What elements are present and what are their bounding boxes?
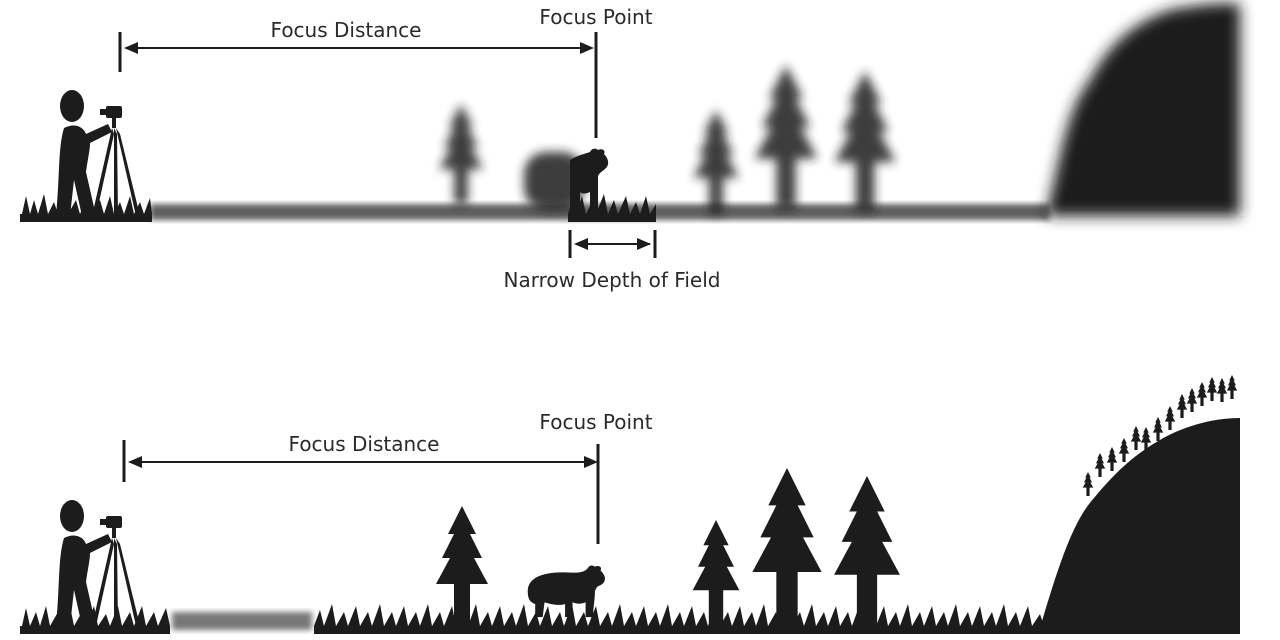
blurred-rock [524,152,584,210]
bottom-focus-distance-arrow [122,440,598,482]
tree-icon [752,468,822,628]
top-focus-distance-arrow [118,32,594,72]
bottom-focus-distance-label: Focus Distance [289,432,440,456]
bear-icon [570,148,609,214]
blurred-hill [1046,3,1240,216]
bottom-focus-point-label: Focus Point [539,410,652,434]
blurred-tree-icon [693,110,739,214]
bear-icon [527,565,605,618]
bottom-panel: Focus Distance Focus Point [20,375,1240,634]
depth-of-field-label: Narrow Depth of Field [504,268,721,292]
blurred-tree-icon [439,104,483,204]
top-focus-distance-label: Focus Distance [271,18,422,42]
tree-icon [692,520,740,628]
bottom-blurred-foreground-strip [172,612,312,630]
photographer-icon [56,90,140,216]
top-focus-point-label: Focus Point [539,5,652,29]
top-depth-of-field-arrow [568,230,657,258]
photographer-icon [56,500,140,626]
top-panel: Focus Distance Focus Point Narrow Depth … [20,3,1240,292]
tree-icon [834,476,900,628]
tree-icon [436,506,488,626]
blurred-tree-icon [834,71,896,211]
blurred-tree-icon [754,65,818,209]
hill-icon [1040,375,1240,628]
